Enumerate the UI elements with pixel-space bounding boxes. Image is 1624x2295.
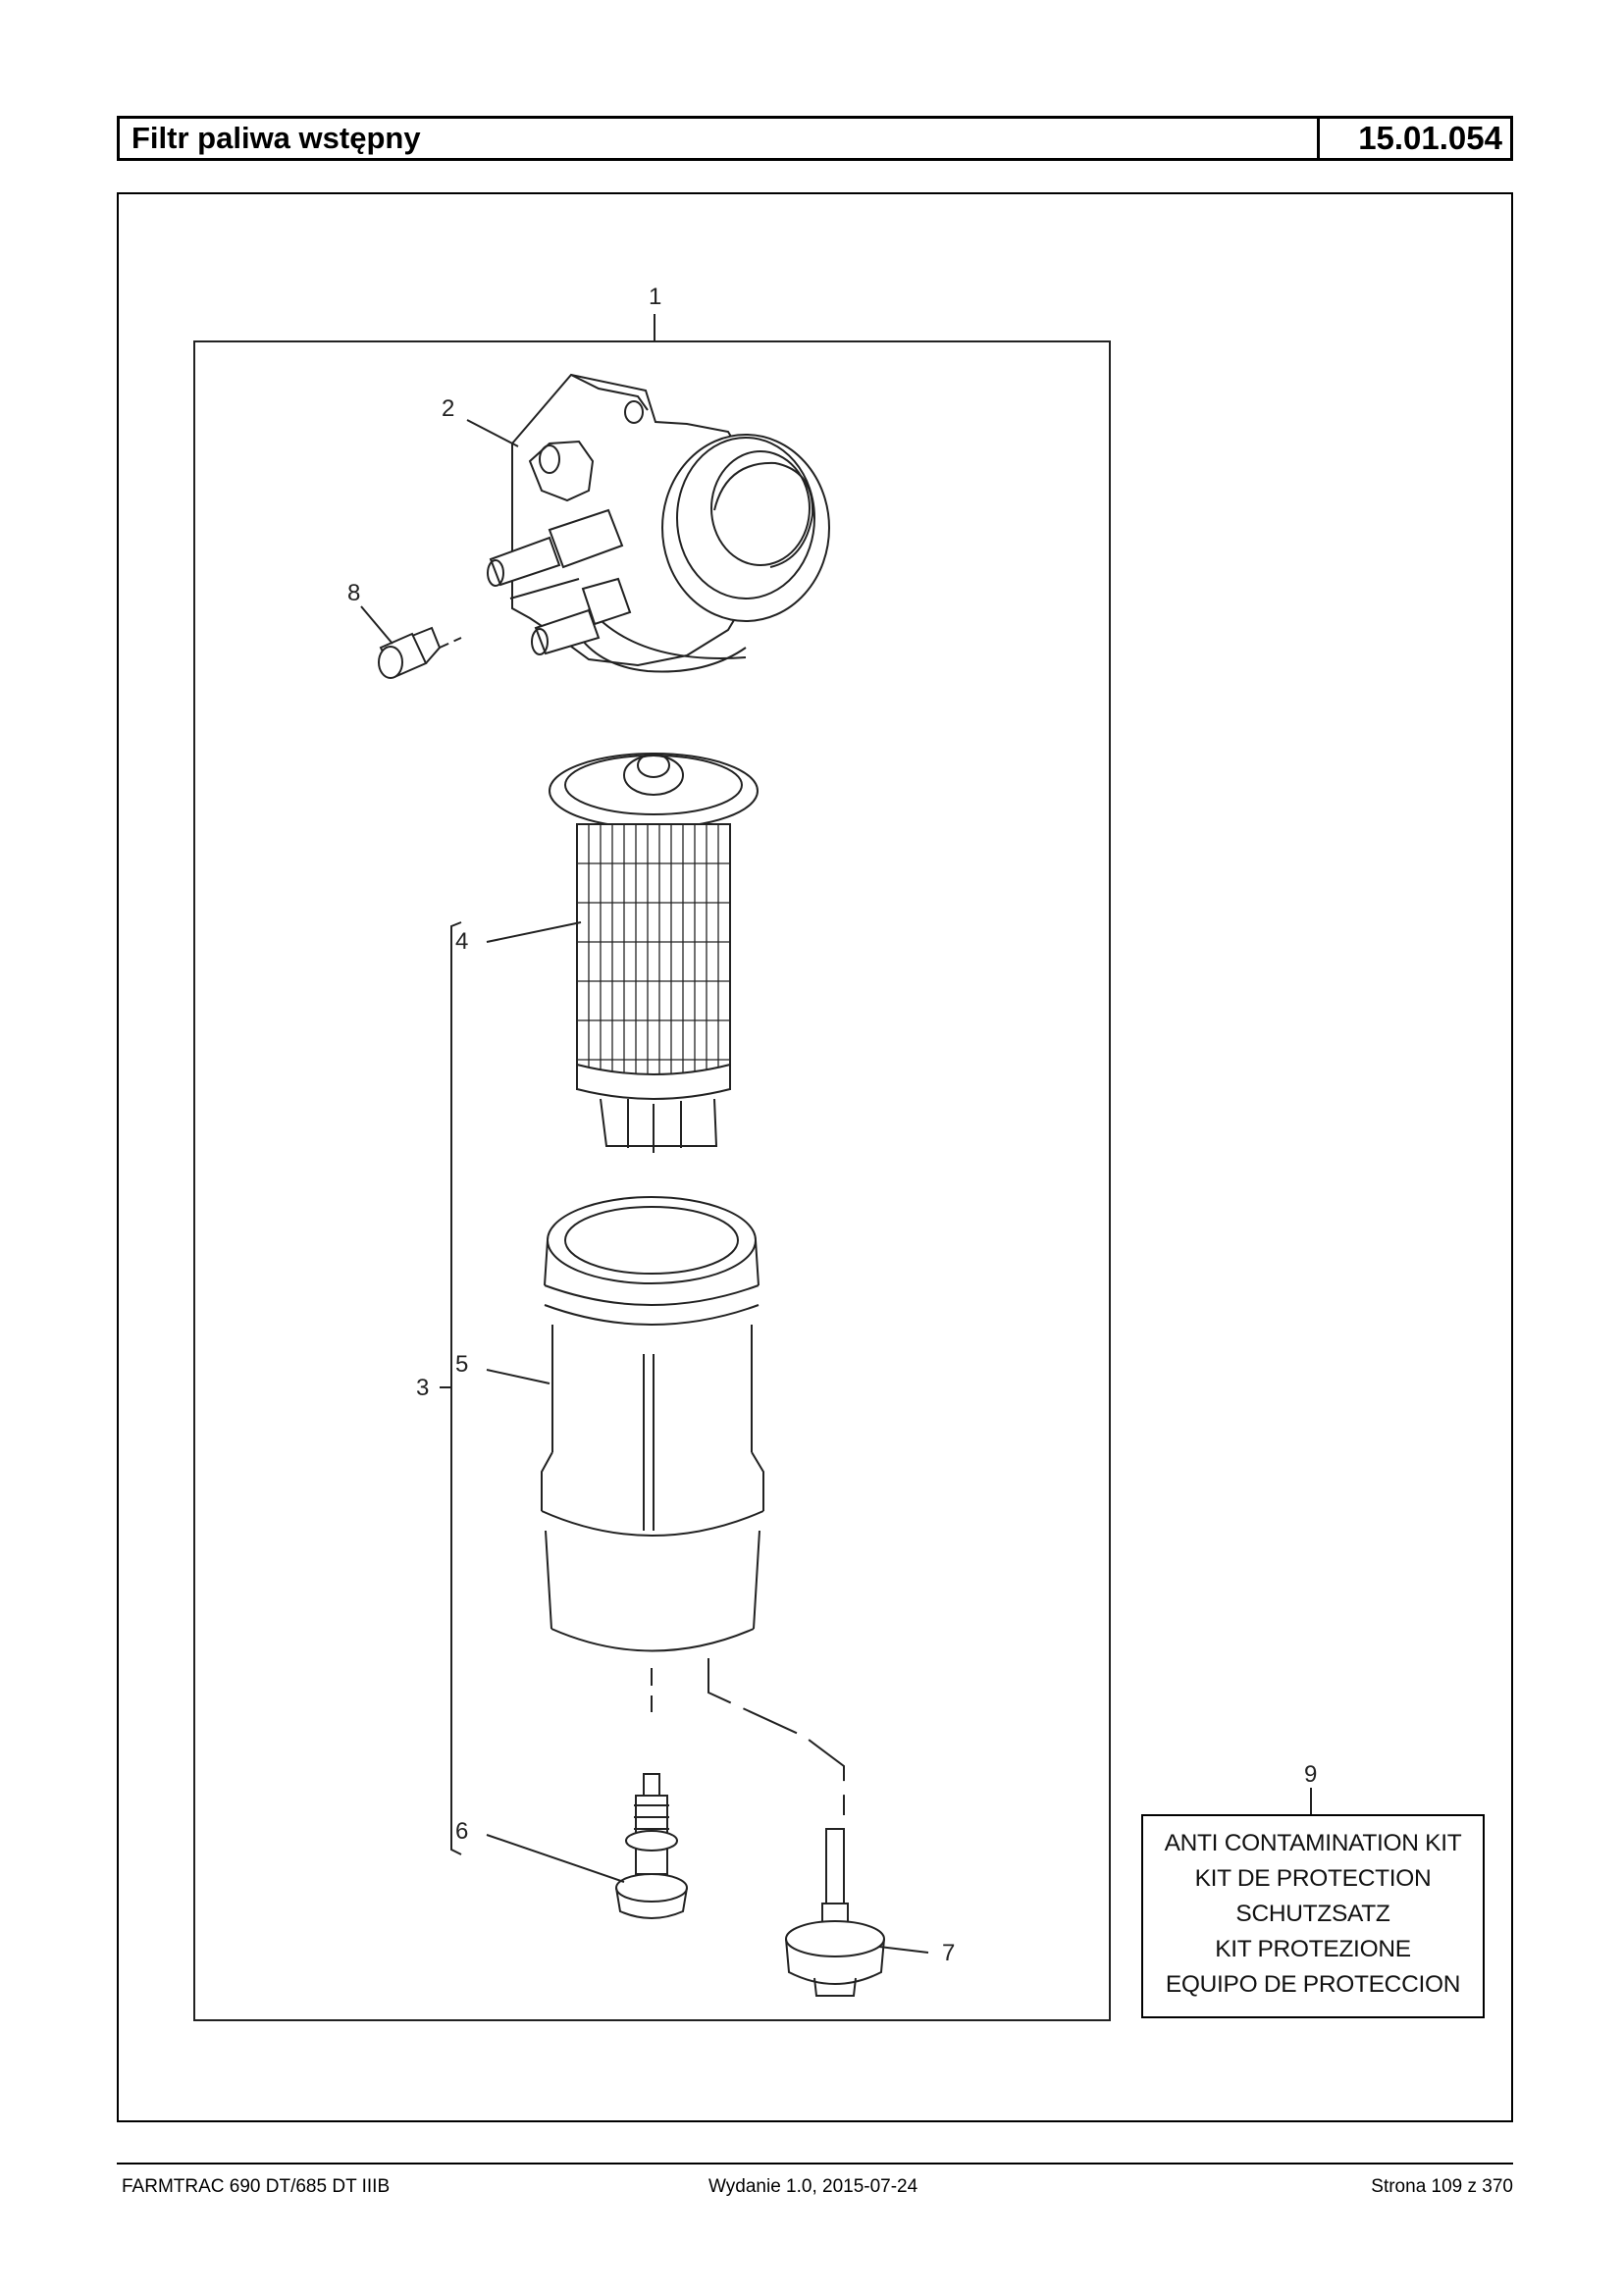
kit-label-fr: KIT DE PROTECTION bbox=[1194, 1865, 1432, 1892]
callout-8: 8 bbox=[347, 580, 360, 606]
water-sensor-drawing bbox=[785, 1828, 885, 1997]
footer-model: FARMTRAC 690 DT/685 DT IIIB bbox=[122, 2176, 391, 2197]
footer-edition: Wydanie 1.0, 2015-07-24 bbox=[708, 2176, 918, 2197]
diagram-frame bbox=[117, 192, 1513, 2122]
kit-bracket bbox=[450, 921, 462, 1855]
kit-label-it: KIT PROTEZIONE bbox=[1215, 1936, 1411, 1962]
filter-bowl-drawing bbox=[541, 1196, 845, 1815]
callout-4: 4 bbox=[455, 928, 468, 955]
callout-9: 9 bbox=[1304, 1761, 1317, 1788]
assembly-box bbox=[193, 340, 1111, 2021]
callout-3: 3 bbox=[416, 1375, 429, 1401]
kit-label-de: SCHUTZSATZ bbox=[1235, 1901, 1390, 1927]
kit-label-en: ANTI CONTAMINATION KIT bbox=[1164, 1830, 1462, 1856]
filter-head-drawing bbox=[487, 373, 830, 673]
filter-element-drawing bbox=[549, 753, 759, 1153]
drain-valve-drawing bbox=[615, 1773, 688, 1919]
footer-divider bbox=[117, 2163, 1513, 2165]
footer-page-number: Strona 109 z 370 bbox=[1371, 2176, 1513, 2197]
drain-plug-drawing bbox=[378, 626, 462, 679]
anti-contamination-kit-label: ANTI CONTAMINATION KIT KIT DE PROTECTION… bbox=[1141, 1814, 1485, 2018]
callout-7: 7 bbox=[942, 1940, 955, 1966]
section-code: 15.01.054 bbox=[1358, 120, 1502, 156]
callout-6: 6 bbox=[455, 1818, 468, 1845]
page-header: Filtr paliwa wstępny 15.01.054 bbox=[117, 116, 1513, 161]
callout-1: 1 bbox=[649, 284, 661, 310]
callout-5: 5 bbox=[455, 1351, 468, 1378]
page-title: Filtr paliwa wstępny bbox=[120, 119, 1320, 158]
kit-label-es: EQUIPO DE PROTECCION bbox=[1165, 1971, 1461, 1998]
callout-2: 2 bbox=[442, 395, 454, 422]
